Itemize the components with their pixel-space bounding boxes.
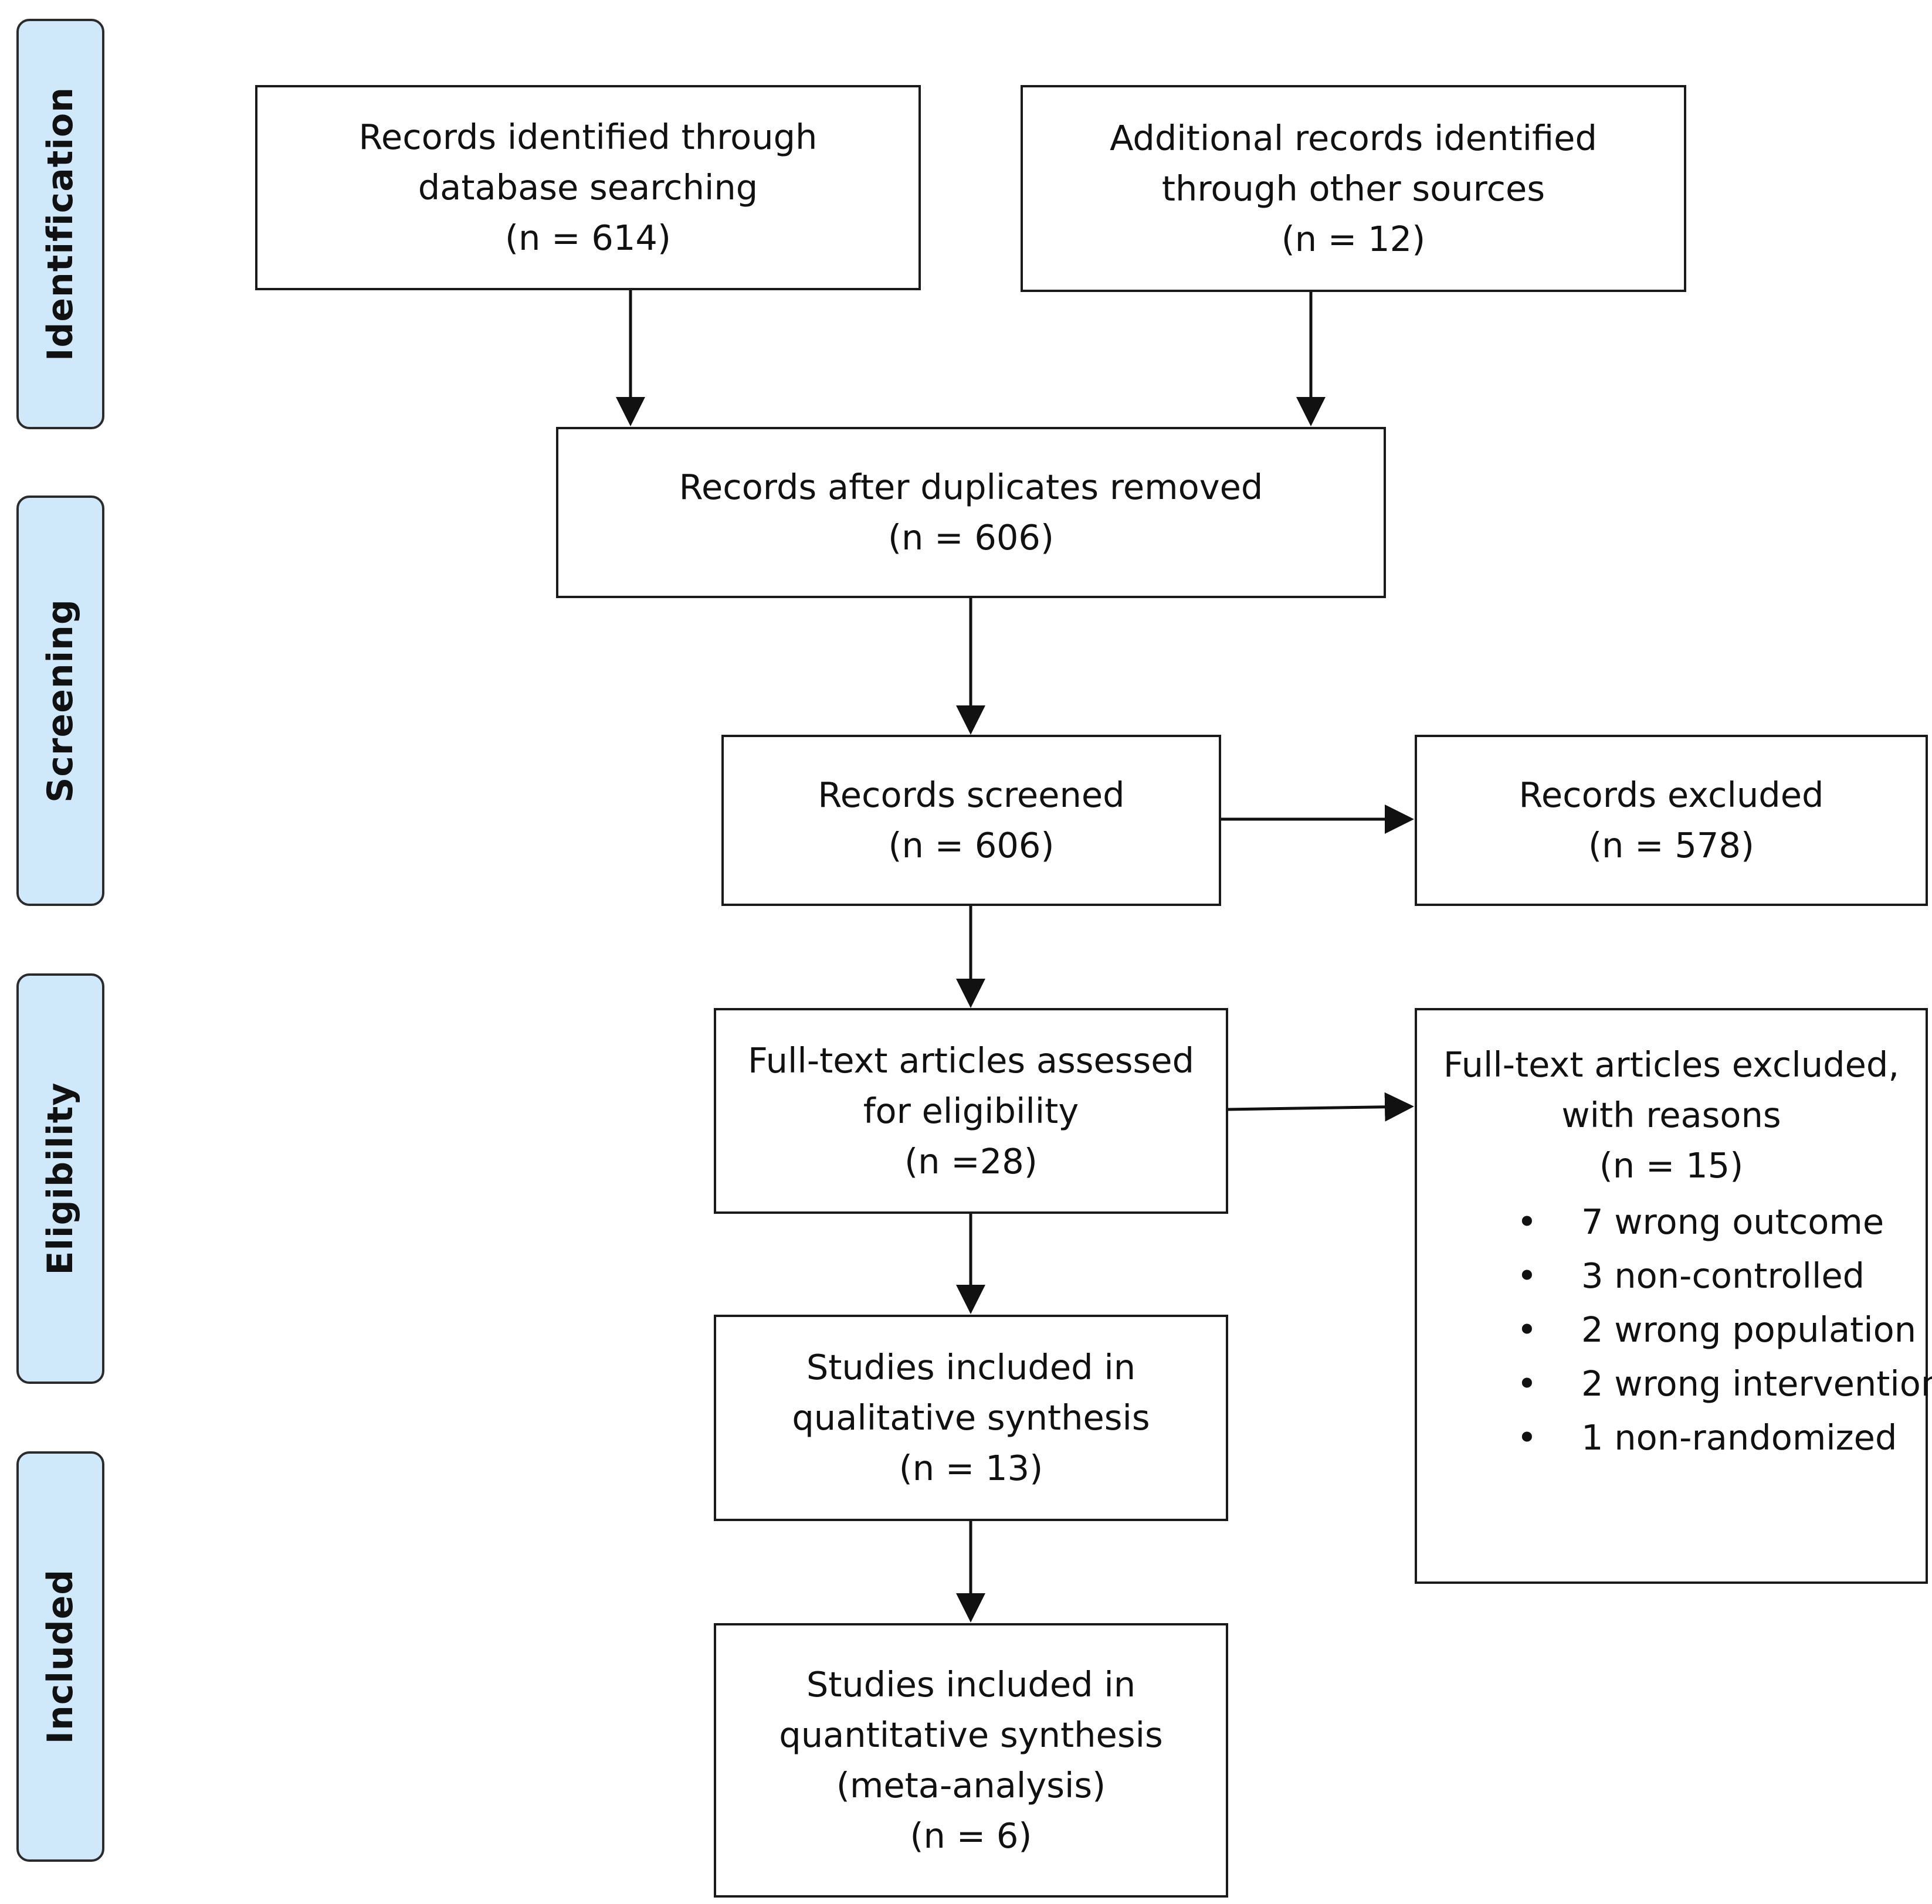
exclusion-reason-text: 7 wrong outcome (1581, 1202, 1884, 1242)
fulltext-assessed-line2: for eligibility (863, 1090, 1079, 1131)
quantitative-line2: quantitative synthesis (779, 1715, 1163, 1755)
quantitative-synthesis-box: Studies included in quantitative synthes… (714, 1623, 1228, 1898)
exclusion-reason-item: • 2 wrong intervention (1417, 1359, 1932, 1409)
records-screened-line1: Records screened (818, 775, 1125, 815)
records-excluded-line1: Records excluded (1519, 775, 1824, 815)
other-sources-line1: Additional records identified (1110, 117, 1597, 158)
other-sources-count: (n = 12) (1281, 218, 1426, 259)
phase-eligibility: Eligibility (16, 973, 104, 1384)
exclusion-reason-item: • 2 wrong population (1417, 1305, 1926, 1355)
arrow-fulltext-to-fulltext-excluded (1226, 1092, 1414, 1122)
other-sources-box: Additional records identified through ot… (1021, 85, 1686, 292)
records-excluded-box: Records excluded (n = 578) (1415, 735, 1928, 906)
quantitative-count: (n = 6) (910, 1815, 1032, 1856)
database-records-count: (n = 614) (505, 218, 671, 258)
phase-screening: Screening (16, 495, 104, 906)
qualitative-line2: qualitative synthesis (792, 1397, 1150, 1438)
fulltext-excluded-line1: Full-text articles excluded, (1443, 1044, 1900, 1085)
exclusion-reasons-list: • 7 wrong outcome • 3 non-controlled • 2 wr… (1417, 1197, 1932, 1467)
qualitative-count: (n = 13) (899, 1448, 1043, 1488)
exclusion-reason-item: • 7 wrong outcome (1417, 1197, 1926, 1247)
fulltext-assessed-count: (n =28) (904, 1141, 1038, 1182)
bullet-icon: • (1517, 1363, 1537, 1404)
database-records-line2: database searching (418, 167, 758, 208)
exclusion-reason-text: 3 non-controlled (1581, 1255, 1865, 1296)
phase-identification: Identification (16, 19, 104, 429)
exclusion-reason-text: 2 wrong population (1581, 1309, 1917, 1350)
bullet-icon: • (1517, 1417, 1537, 1458)
records-screened-count: (n = 606) (888, 825, 1055, 866)
duplicates-removed-count: (n = 606) (888, 517, 1054, 558)
phase-included: Included (16, 1451, 104, 1862)
quantitative-line3: (meta-analysis) (836, 1765, 1106, 1805)
duplicates-removed-line1: Records after duplicates removed (679, 467, 1263, 507)
fulltext-excluded-line2: with reasons (1561, 1095, 1781, 1135)
bullet-icon: • (1517, 1255, 1537, 1296)
exclusion-reason-text: 1 non-randomized (1581, 1417, 1897, 1458)
duplicates-removed-box: Records after duplicates removed (n = 60… (556, 427, 1386, 598)
fulltext-assessed-box: Full-text articles assessed for eligibil… (714, 1008, 1228, 1214)
exclusion-reason-item: • 1 non-randomized (1417, 1413, 1926, 1463)
other-sources-line2: through other sources (1161, 168, 1545, 209)
qualitative-line1: Studies included in (806, 1347, 1136, 1387)
fulltext-excluded-box: Full-text articles excluded, with reason… (1415, 1008, 1932, 1584)
quantitative-line1: Studies included in (806, 1664, 1136, 1705)
exclusion-reason-item: • 3 non-controlled (1417, 1251, 1926, 1301)
fulltext-excluded-count: (n = 15) (1599, 1145, 1744, 1186)
records-excluded-count: (n = 578) (1588, 825, 1754, 866)
qualitative-synthesis-box: Studies included in qualitative synthesi… (714, 1315, 1228, 1521)
fulltext-assessed-line1: Full-text articles assessed (747, 1040, 1195, 1081)
bullet-icon: • (1517, 1202, 1537, 1242)
database-records-line1: Records identified through (358, 117, 818, 157)
exclusion-reason-text: 2 wrong intervention (1581, 1363, 1932, 1404)
database-records-box: Records identified through database sear… (255, 85, 921, 290)
bullet-icon: • (1517, 1309, 1537, 1350)
records-screened-box: Records screened (n = 606) (721, 735, 1221, 906)
